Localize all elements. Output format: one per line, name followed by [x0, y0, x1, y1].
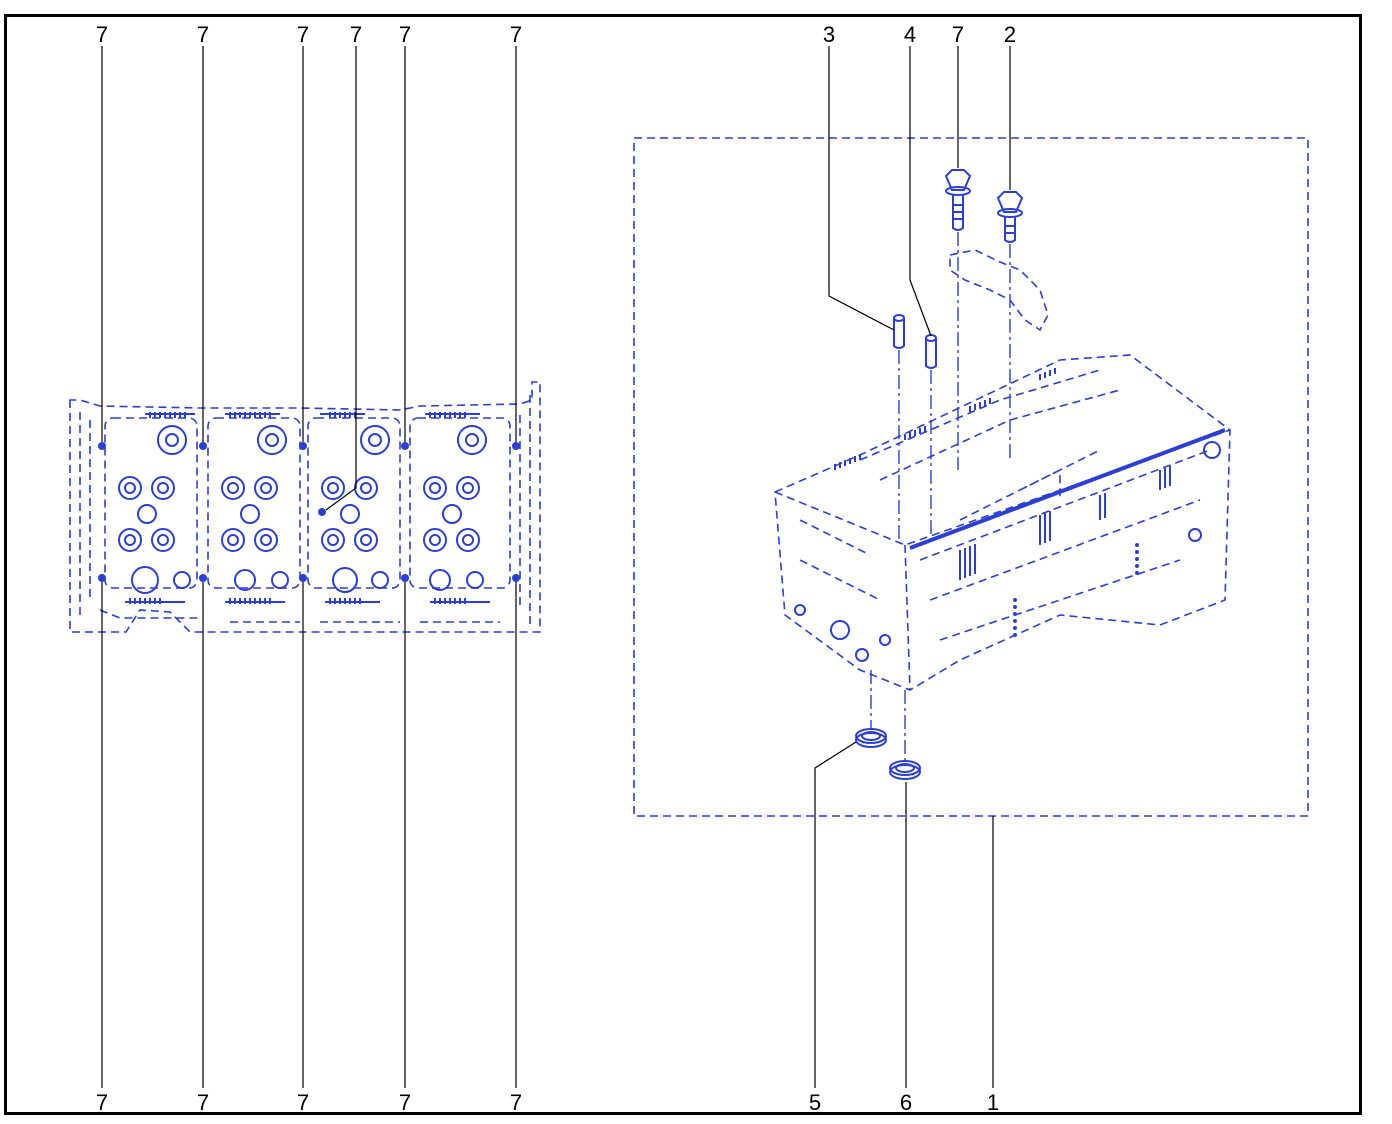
valve-seat-icon [151, 476, 175, 500]
valve-seat-icon [157, 534, 169, 546]
injector-bore-icon [340, 504, 360, 524]
callout-label: 1 [987, 1090, 999, 1115]
seal-ring-6-icon [889, 760, 921, 780]
valve-seat-icon [227, 534, 239, 546]
injector-bore-icon [240, 504, 260, 524]
injector-bore-icon [137, 504, 157, 524]
leader-line [828, 46, 895, 331]
callout-label: 6 [900, 1090, 912, 1115]
callout-label: 7 [399, 1090, 411, 1115]
dowel-pin-3-icon [893, 314, 905, 349]
head-bolt-hole-icon [98, 442, 106, 450]
valve-seat-icon [118, 528, 142, 552]
valve-seat-icon [221, 476, 245, 500]
head-bolt-hole-icon [512, 574, 520, 582]
head-bolt-hole-icon [318, 508, 326, 516]
leader-line [325, 46, 357, 511]
callout-label: 5 [809, 1090, 821, 1115]
injector-bore-icon [442, 504, 462, 524]
valve-seat-icon [321, 528, 345, 552]
head-bolt-hole-icon [299, 442, 307, 450]
callout-label: 7 [96, 1090, 108, 1115]
callout-label: 7 [197, 1090, 209, 1115]
valve-seat-icon [221, 528, 245, 552]
head-bolt-hole-icon [98, 574, 106, 582]
valve-seat-icon [423, 476, 447, 500]
callout-label: 7 [510, 22, 522, 47]
head-bolt-hole-icon [512, 442, 520, 450]
bolt-2-icon [996, 191, 1024, 243]
dowel-pin-4-icon [925, 334, 937, 369]
valve-seat-icon [327, 482, 339, 494]
leader-line [814, 741, 857, 1088]
valve-seat-icon [124, 482, 136, 494]
valve-seat-icon [157, 482, 169, 494]
cylinder-head-bottom-view [69, 381, 541, 633]
callout-label: 7 [350, 22, 362, 47]
callout-label: 7 [510, 1090, 522, 1115]
valve-seat-icon [423, 528, 447, 552]
callout-label: 4 [904, 22, 916, 47]
callout-label: 7 [952, 22, 964, 47]
valve-seat-icon [260, 534, 272, 546]
valve-seat-icon [118, 476, 142, 500]
valve-seat-icon [151, 528, 175, 552]
head-bolt-hole-icon [401, 574, 409, 582]
camshaft-bracket [949, 249, 1049, 332]
valve-seat-icon [462, 482, 474, 494]
seal-ring-5-icon [855, 728, 887, 748]
assembly-boundary-box [633, 137, 1309, 817]
valve-seat-icon [354, 476, 378, 500]
leader-line [909, 46, 932, 337]
callout-label: 3 [823, 22, 835, 47]
callout-label: 7 [96, 22, 108, 47]
head-bolt-hole-icon [199, 442, 207, 450]
valve-seat-icon [254, 528, 278, 552]
callout-label: 7 [297, 22, 309, 47]
cylinder-head-exploded-view [633, 137, 1309, 817]
valve-seat-icon [456, 476, 480, 500]
valve-seat-icon [360, 482, 372, 494]
valve-seat-icon [429, 534, 441, 546]
valve-seat-icon [254, 476, 278, 500]
valve-seat-icon [260, 482, 272, 494]
head-bolt-hole-icon [401, 442, 409, 450]
valve-seat-icon [321, 476, 345, 500]
drawing-frame [4, 14, 1362, 1115]
valve-seat-icon [360, 534, 372, 546]
cylinder-head-body [774, 354, 1231, 691]
bolt-7-icon [944, 169, 972, 231]
valve-seat-icon [327, 534, 339, 546]
valve-seat-icon [456, 528, 480, 552]
callout-label: 7 [197, 22, 209, 47]
valve-seat-icon [462, 534, 474, 546]
valve-seat-icon [429, 482, 441, 494]
valve-seat-icon [354, 528, 378, 552]
callout-label: 7 [399, 22, 411, 47]
valve-seat-icon [124, 534, 136, 546]
callout-label: 2 [1004, 22, 1016, 47]
leader-lines [101, 46, 1011, 1088]
valve-seat-icon [227, 482, 239, 494]
callout-label: 7 [297, 1090, 309, 1115]
head-bolt-hole-icon [199, 574, 207, 582]
head-bolt-hole-icon [299, 574, 307, 582]
